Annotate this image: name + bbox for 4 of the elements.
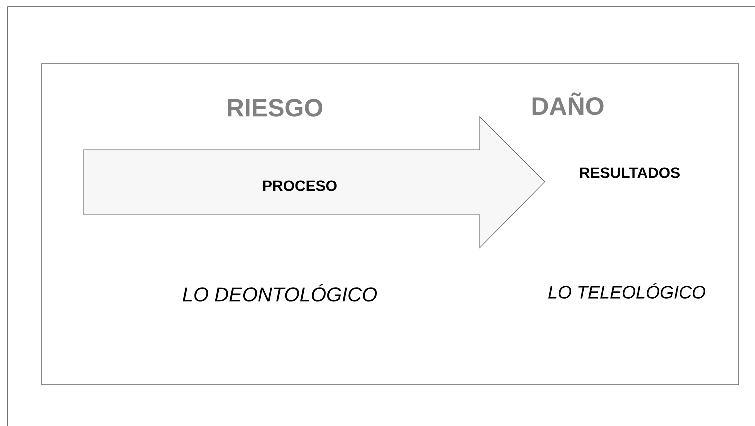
heading: DAÑO	[532, 92, 604, 116]
label: LO DEONTOLÓGICO	[183, 284, 378, 302]
label: RESULTADOS	[580, 168, 680, 178]
label: LO TELEOLÓGICO	[548, 283, 706, 299]
